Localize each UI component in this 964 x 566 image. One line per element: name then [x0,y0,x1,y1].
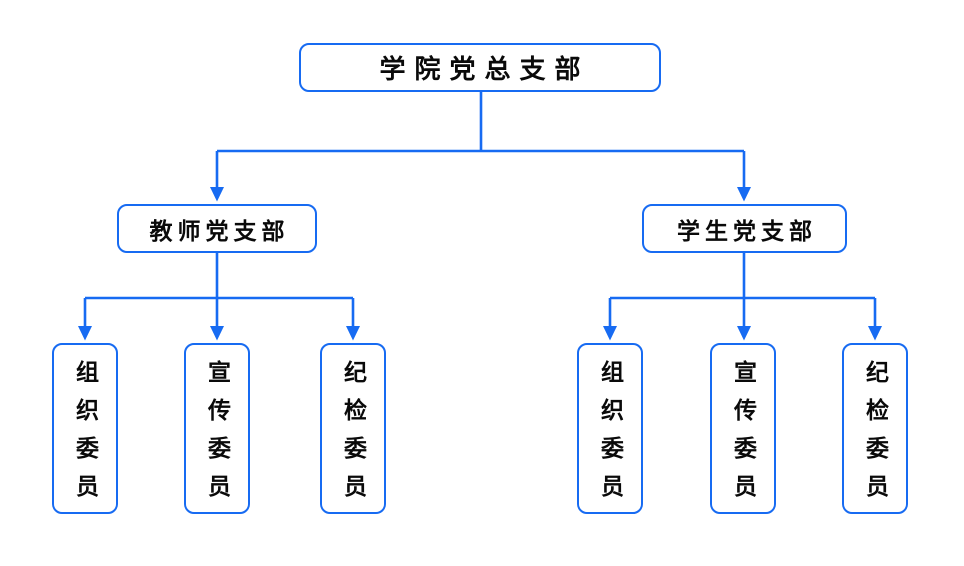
node-leaf-publicity-right: 宣传委员 [710,343,776,514]
node-root: 学院党总支部 [299,43,661,92]
node-leaf-organization-left: 组织委员 [52,343,118,514]
node-leaf-label: 组织委员 [71,360,99,512]
node-branch-label: 教师党支部 [149,217,290,245]
node-branch-label: 学生党支部 [677,217,817,245]
node-leaf-label: 宣传委员 [729,360,757,512]
node-leaf-publicity-left: 宣传委员 [184,343,250,514]
node-root-label: 学院党总支部 [379,55,590,85]
node-leaf-discipline-right: 纪检委员 [842,343,908,514]
node-leaf-label: 纪检委员 [339,360,367,512]
node-leaf-discipline-left: 纪检委员 [320,343,386,514]
node-leaf-label: 组织委员 [596,360,624,512]
node-branch-students: 学生党支部 [642,204,847,253]
node-leaf-organization-right: 组织委员 [577,343,643,514]
node-leaf-label: 纪检委员 [861,360,889,512]
node-leaf-label: 宣传委员 [203,360,231,512]
node-branch-teachers: 教师党支部 [117,204,317,253]
